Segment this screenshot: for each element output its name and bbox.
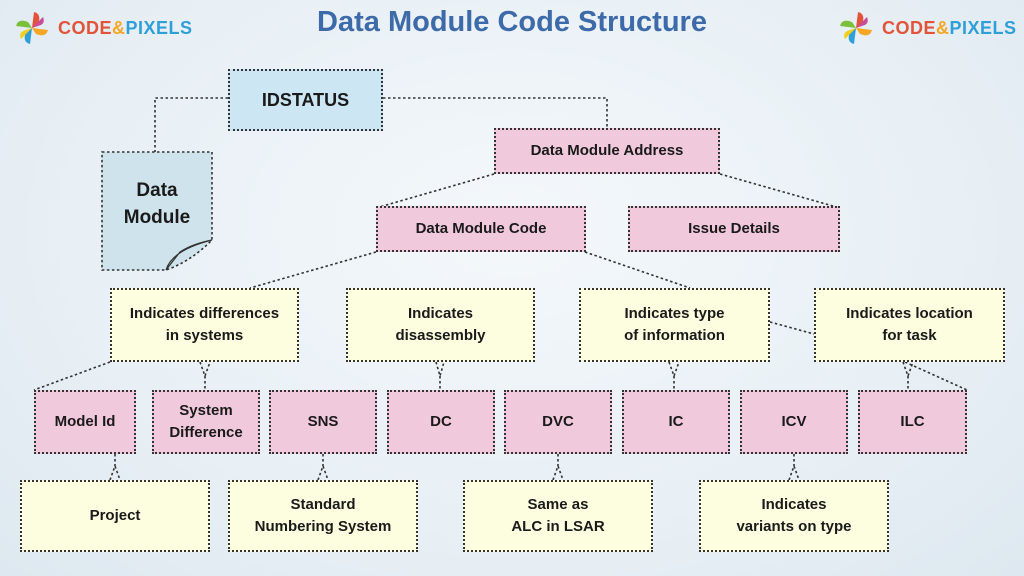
system-difference-node: System Difference bbox=[152, 390, 260, 454]
note-info-text: Indicates type of information bbox=[624, 305, 725, 344]
ic-label: IC bbox=[668, 413, 684, 431]
dvc-label: DVC bbox=[542, 413, 574, 431]
ic-node: IC bbox=[622, 390, 730, 454]
dvc-node: DVC bbox=[504, 390, 612, 454]
note-location: Indicates location for task bbox=[814, 288, 1005, 362]
note-location-text: Indicates location for task bbox=[846, 305, 973, 344]
dc-label: DC bbox=[430, 413, 452, 431]
dm-address-node: Data Module Address bbox=[494, 128, 720, 174]
project-note: Project bbox=[20, 480, 210, 552]
ilc-label: ILC bbox=[900, 413, 925, 431]
pinwheel-icon bbox=[840, 12, 872, 44]
note-info-type: Indicates type of information bbox=[579, 288, 770, 362]
note-disassembly-text: Indicates disassembly bbox=[395, 305, 486, 344]
brand-logo-left: CODE&PIXELS bbox=[12, 8, 193, 48]
sns-node: SNS bbox=[269, 390, 377, 454]
model-id-label: Model Id bbox=[54, 413, 116, 431]
variants-text: Indicates variants on type bbox=[736, 496, 852, 535]
pinwheel-icon bbox=[16, 12, 48, 44]
dm-address-label: Data Module Address bbox=[530, 142, 684, 160]
issue-details-node: Issue Details bbox=[628, 206, 840, 252]
project-text: Project bbox=[89, 507, 141, 525]
page-title: Data Module Code Structure bbox=[317, 6, 707, 38]
brand-name: CODE&PIXELS bbox=[58, 17, 193, 38]
same-as-alc-text: Same as ALC in LSAR bbox=[511, 496, 605, 535]
standard-numbering-text: Standard Numbering System bbox=[254, 496, 392, 535]
system-difference-label: System Difference bbox=[169, 402, 243, 441]
ilc-node: ILC bbox=[858, 390, 967, 454]
model-id-node: Model Id bbox=[34, 390, 136, 454]
dm-code-label: Data Module Code bbox=[415, 220, 547, 238]
note-systems: Indicates differences in systems bbox=[110, 288, 299, 362]
document-icon bbox=[101, 151, 213, 271]
icv-label: ICV bbox=[781, 413, 807, 431]
idstatus-label: IDSTATUS bbox=[261, 89, 350, 110]
idstatus-node: IDSTATUS bbox=[228, 69, 383, 131]
brand-name: CODE&PIXELS bbox=[882, 17, 1017, 38]
dc-node: DC bbox=[387, 390, 495, 454]
same-as-alc-note: Same as ALC in LSAR bbox=[463, 480, 653, 552]
issue-details-label: Issue Details bbox=[688, 220, 780, 238]
brand-logo-right: CODE&PIXELS bbox=[836, 8, 1017, 48]
note-disassembly: Indicates disassembly bbox=[346, 288, 535, 362]
data-module-label: Data Module bbox=[123, 180, 191, 228]
note-systems-text: Indicates differences in systems bbox=[129, 305, 280, 344]
sns-label: SNS bbox=[307, 413, 339, 431]
icv-node: ICV bbox=[740, 390, 848, 454]
dm-code-node: Data Module Code bbox=[376, 206, 586, 252]
standard-numbering-note: Standard Numbering System bbox=[228, 480, 418, 552]
variants-note: Indicates variants on type bbox=[699, 480, 889, 552]
